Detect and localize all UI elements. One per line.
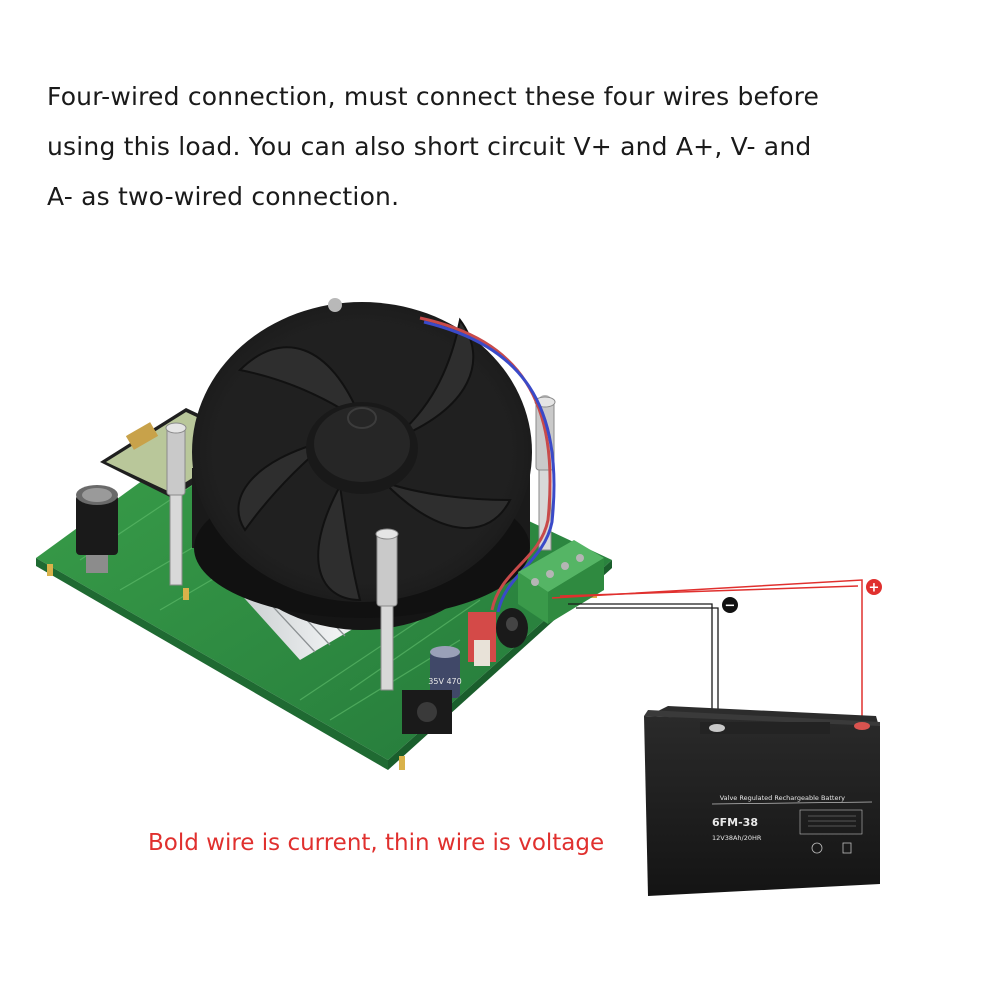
capacitor: 35V 470 <box>428 646 462 698</box>
plus-icon: + <box>869 581 880 596</box>
mounting-springs <box>165 396 556 691</box>
intro-line-2: using this load. You can also short circ… <box>47 132 812 161</box>
positive-marker: + <box>866 579 882 596</box>
minus-icon: − <box>725 599 736 614</box>
battery: Valve Regulated Rechargeable Battery 6FM… <box>644 706 880 896</box>
buzzer <box>496 608 528 648</box>
dc-power-jack <box>402 690 452 734</box>
fan-logo-icon <box>347 407 377 429</box>
intro-line-1: Four-wired connection, must connect thes… <box>47 82 820 111</box>
disposal-icon <box>842 842 852 854</box>
battery-type-label: Valve Regulated Rechargeable Battery <box>720 794 845 802</box>
terminal-block <box>518 540 604 624</box>
fan-connector <box>468 612 496 666</box>
wiring-lines <box>551 579 863 724</box>
battery-model: 6FM-38 <box>712 816 758 829</box>
rotary-knob[interactable] <box>76 485 118 573</box>
negative-wiring-lines <box>568 603 719 726</box>
intro-line-3: A- as two-wired connection. <box>47 182 400 211</box>
battery-negative-terminal <box>709 724 725 732</box>
intro-text: Four-wired connection, must connect thes… <box>47 72 847 222</box>
battery-rating: 12V38Ah/20HR <box>712 834 762 842</box>
negative-marker: − <box>722 597 738 614</box>
recycle-icon <box>811 842 823 854</box>
cooling-fan <box>192 298 552 630</box>
capacitor-marking: 35V 470 <box>428 677 461 686</box>
wire-caption: Bold wire is current, thin wire is volta… <box>148 830 605 856</box>
battery-positive-terminal <box>854 722 870 730</box>
